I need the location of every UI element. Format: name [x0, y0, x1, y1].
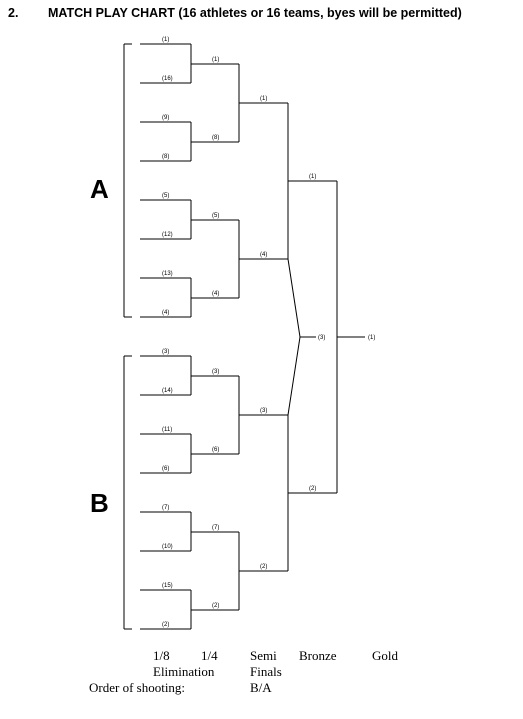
semi-seed-label: (2) — [309, 486, 316, 492]
r8-seed-label: (1) — [212, 57, 219, 63]
r16-seed-label: (4) — [162, 310, 169, 316]
r8-seed-label: (4) — [212, 291, 219, 297]
r16-seed-label: (13) — [162, 271, 173, 277]
chart-title: MATCH PLAY CHART (16 athletes or 16 team… — [48, 6, 462, 20]
group-b-label: B — [90, 488, 109, 518]
r8-seed-label: (8) — [212, 135, 219, 141]
col-label-semi: Semi — [250, 648, 277, 663]
r16-seed-label: (7) — [162, 505, 169, 511]
section-number: 2. — [8, 6, 19, 20]
r16-seed-label: (15) — [162, 583, 173, 589]
r16-seed-label: (1) — [162, 37, 169, 43]
semi-seed-label: (1) — [309, 174, 316, 180]
r4-seed-label: (3) — [260, 408, 267, 414]
r16-seed-label: (3) — [162, 349, 169, 355]
bronze-seed-label: (3) — [318, 335, 325, 341]
r16-seed-label: (2) — [162, 622, 169, 628]
bracket-seed-labels: (1) (16) (9) (8) (5) (12) (13) (4) (3) (14) (11) (6… — [162, 37, 375, 628]
r16-seed-label: (12) — [162, 232, 173, 238]
r4-seed-label: (1) — [260, 96, 267, 102]
r16-seed-label: (5) — [162, 193, 169, 199]
r16-seed-label: (14) — [162, 388, 173, 394]
order-of-shooting-value: B/A — [250, 680, 272, 695]
r16-seed-label: (9) — [162, 115, 169, 121]
r4-seed-label: (4) — [260, 252, 267, 258]
r16-seed-label: (16) — [162, 76, 173, 82]
r16-seed-label: (6) — [162, 466, 169, 472]
gold-seed-label: (1) — [368, 335, 375, 341]
col-label-bronze: Bronze — [299, 648, 337, 663]
col-label-1-4: 1/4 — [201, 648, 218, 663]
col-label-1-8: 1/8 — [153, 648, 170, 663]
chart-heading: 2. MATCH PLAY CHART (16 athletes or 16 te… — [8, 6, 462, 20]
r16-seed-label: (8) — [162, 154, 169, 160]
r16-seed-label: (11) — [162, 427, 172, 433]
r4-seed-label: (2) — [260, 564, 267, 570]
r8-seed-label: (7) — [212, 525, 219, 531]
col-label-gold: Gold — [372, 648, 399, 663]
r8-seed-label: (5) — [212, 213, 219, 219]
r8-seed-label: (3) — [212, 369, 219, 375]
r8-seed-label: (2) — [212, 603, 219, 609]
col-label-elimination: Elimination — [153, 664, 215, 679]
group-a-label: A — [90, 174, 109, 204]
col-label-finals: Finals — [250, 664, 282, 679]
bracket-lines — [123, 43, 365, 630]
order-of-shooting-label: Order of shooting: — [89, 680, 185, 695]
bronze-connector-bottom — [287, 336, 301, 416]
r8-seed-label: (6) — [212, 447, 219, 453]
bronze-connector-top — [287, 258, 301, 338]
r16-seed-label: (10) — [162, 544, 173, 550]
